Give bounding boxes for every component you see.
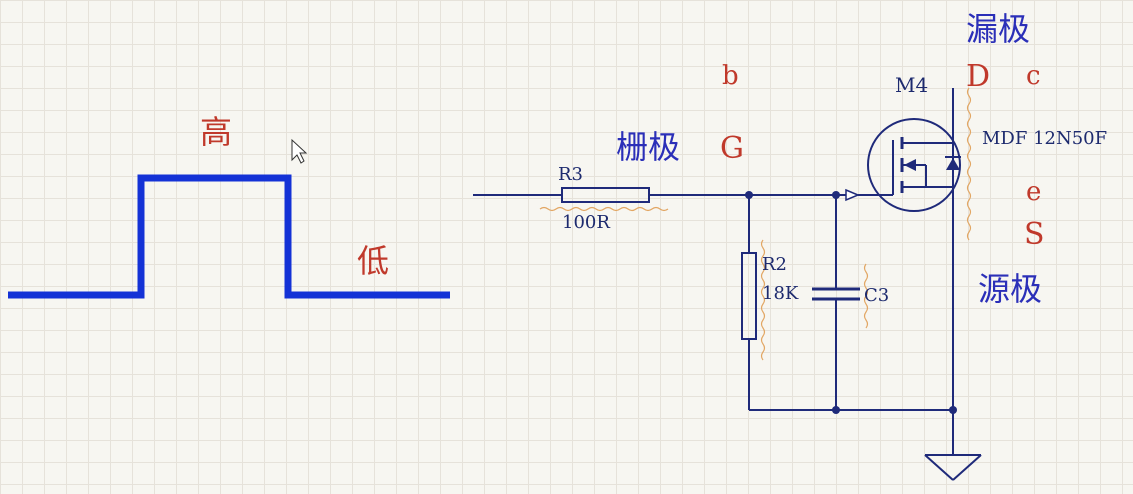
source-letter: S <box>1024 217 1045 252</box>
mouse-pointer-icon <box>291 138 308 164</box>
pulse-high-label: 高 <box>200 113 232 151</box>
drain-name: 漏极 <box>966 10 1030 48</box>
r2-value: 18K <box>762 283 799 304</box>
r2-squiggle <box>760 239 766 361</box>
r3-ref: R3 <box>558 164 583 185</box>
gate-pin-arrow <box>845 188 860 202</box>
gate-name: 栅极 <box>616 128 680 166</box>
source-name: 源极 <box>978 270 1042 308</box>
pulse-waveform <box>8 174 450 299</box>
r3-squiggle <box>539 206 669 212</box>
c3-ref: C3 <box>864 285 889 306</box>
r2-ref: R2 <box>762 254 787 275</box>
m4-ref: M4 <box>895 73 928 97</box>
gate-letter: G <box>720 131 744 166</box>
mosfet-squiggle <box>966 87 972 241</box>
r3-value: 100R <box>562 212 610 233</box>
c3-squiggle <box>863 263 869 329</box>
ground-icon <box>924 454 982 481</box>
gate-bjt-letter: b <box>722 61 739 91</box>
pulse-low-label: 低 <box>357 242 389 280</box>
resistor-r3 <box>561 187 650 203</box>
drain-bjt-letter: c <box>1026 61 1041 91</box>
mosfet-m4 <box>867 118 961 212</box>
resistor-r2 <box>741 252 757 340</box>
drain-letter: D <box>966 59 990 94</box>
source-bjt-letter: e <box>1026 177 1041 207</box>
m4-part: MDF 12N50F <box>982 128 1107 149</box>
